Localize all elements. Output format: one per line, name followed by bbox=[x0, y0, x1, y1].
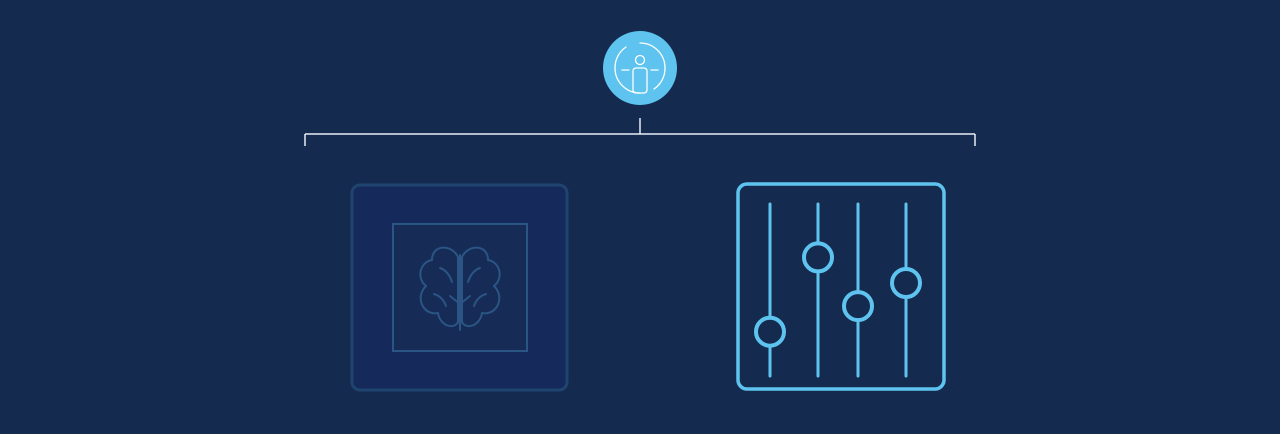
connector-lines bbox=[304, 118, 976, 146]
slider-knob-3 bbox=[842, 290, 874, 323]
person-in-circle-icon bbox=[614, 42, 666, 94]
slider-knob-4 bbox=[890, 267, 922, 299]
child-node-sliders bbox=[736, 182, 946, 391]
slider-knob-2 bbox=[802, 241, 834, 274]
slider-knob-1 bbox=[754, 315, 786, 348]
sliders-frame bbox=[736, 182, 946, 391]
sliders-icon bbox=[754, 202, 922, 378]
child-node-brain bbox=[350, 183, 569, 392]
root-node bbox=[603, 31, 677, 105]
brain-icon bbox=[419, 246, 501, 331]
